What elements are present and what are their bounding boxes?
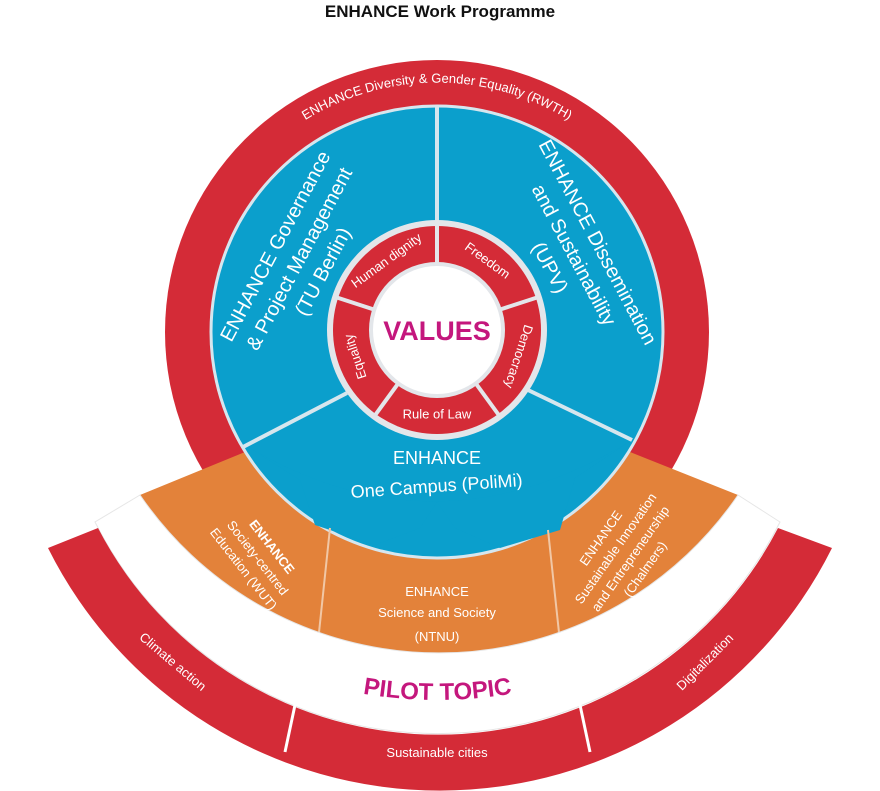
pilot-topics-band	[48, 528, 832, 791]
value-rule-of-law: Rule of Law	[403, 406, 472, 421]
campus-sector	[245, 440, 632, 548]
science-label-3: (NTNU)	[415, 629, 460, 644]
campus-label-1: ENHANCE	[393, 448, 481, 468]
values-ring-gaps	[335, 224, 539, 417]
divider	[317, 527, 331, 643]
science-label-1: ENHANCE	[405, 584, 469, 599]
divider	[242, 391, 348, 449]
pilot-band	[94, 494, 781, 735]
diagram-title: ENHANCE Work Programme	[324, 2, 556, 21]
divider	[283, 704, 297, 753]
divider	[527, 388, 633, 442]
values-gap	[499, 295, 539, 312]
divider	[578, 704, 592, 753]
values-title: VALUES	[383, 316, 491, 346]
values-gap	[335, 295, 375, 312]
values-gap	[373, 382, 400, 417]
values-center	[369, 262, 505, 398]
science-label-2: Science and Society	[378, 605, 496, 620]
topic-sustainable-cities: Sustainable cities	[386, 745, 488, 760]
divider	[547, 529, 561, 643]
values-gap	[474, 382, 501, 417]
